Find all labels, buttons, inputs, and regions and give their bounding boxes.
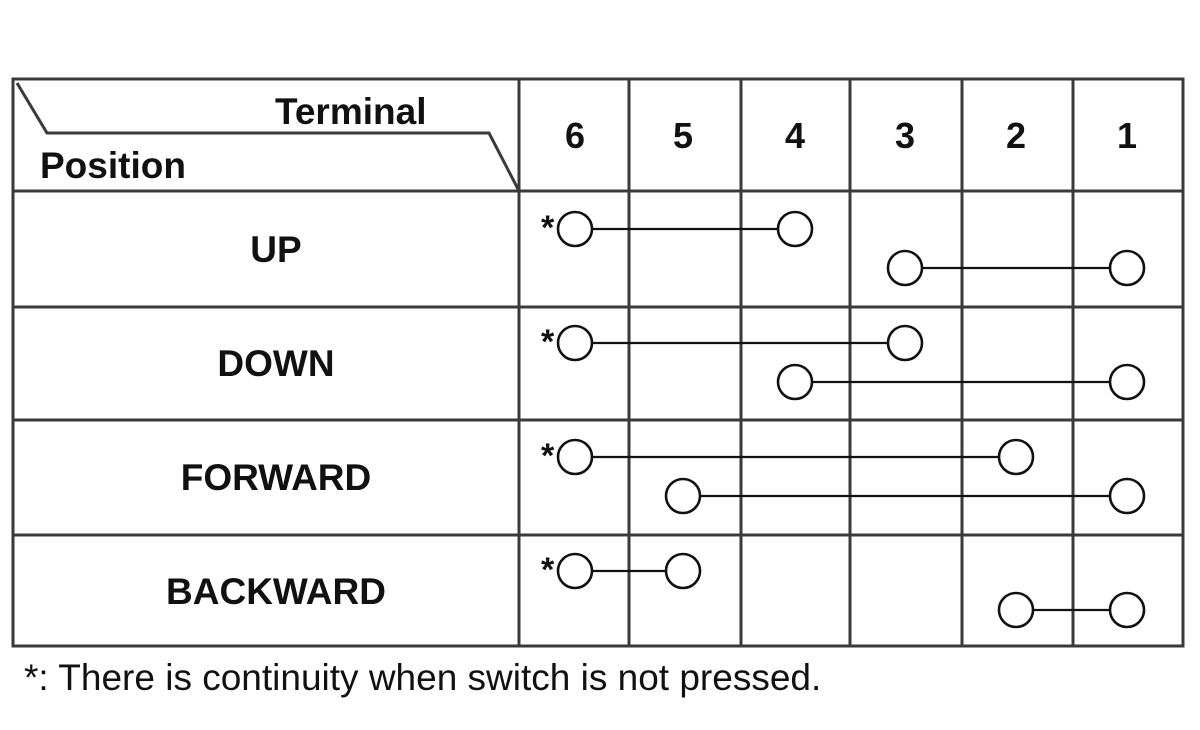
connection: * [541, 437, 1035, 476]
terminal-circle [776, 210, 814, 248]
terminal-number: 2 [1006, 115, 1026, 156]
terminal-circle [556, 324, 594, 362]
connection-diagram: * * * * [541, 209, 1146, 629]
terminal-number: 5 [673, 115, 693, 156]
position-label-forward: FORWARD [181, 457, 371, 498]
position-label-backward: BACKWARD [166, 571, 386, 612]
table-grid [11, 77, 1185, 648]
table-border [11, 77, 1185, 648]
connection [997, 591, 1146, 629]
position-label-up: UP [250, 229, 301, 270]
terminal-header-label: Terminal [275, 91, 426, 132]
terminal-circle [556, 552, 594, 590]
terminal-number: 4 [785, 115, 805, 156]
terminal-number: 1 [1117, 115, 1137, 156]
terminal-circle [1108, 363, 1146, 401]
terminal-circle [1108, 249, 1146, 287]
continuity-asterisk: * [541, 323, 555, 361]
footnote: *: There is continuity when switch is no… [24, 657, 821, 698]
position-header-label: Position [40, 145, 186, 186]
terminal-circle [1108, 591, 1146, 629]
connection [886, 249, 1146, 287]
continuity-asterisk: * [541, 209, 555, 247]
connection [664, 477, 1146, 515]
terminal-circle [886, 324, 924, 362]
position-labels: UP DOWN FORWARD BACKWARD [166, 229, 386, 612]
connection: * [541, 209, 814, 248]
terminal-circle [664, 477, 702, 515]
connection [776, 363, 1146, 401]
terminal-number: 3 [895, 115, 915, 156]
connection: * [541, 551, 702, 590]
terminal-circle [997, 591, 1035, 629]
terminal-circle [1108, 477, 1146, 515]
terminal-circle [556, 438, 594, 476]
terminal-circle [776, 363, 814, 401]
continuity-asterisk: * [541, 437, 555, 475]
terminal-circle [664, 552, 702, 590]
terminal-number: 6 [565, 115, 585, 156]
continuity-asterisk: * [541, 551, 555, 589]
connection: * [541, 323, 924, 362]
header-diagonal-line [15, 82, 521, 192]
terminal-header-row: 6 5 4 3 2 1 [565, 115, 1137, 156]
terminal-circle [886, 249, 924, 287]
position-label-down: DOWN [217, 343, 334, 384]
terminal-circle [556, 210, 594, 248]
terminal-circle [997, 438, 1035, 476]
